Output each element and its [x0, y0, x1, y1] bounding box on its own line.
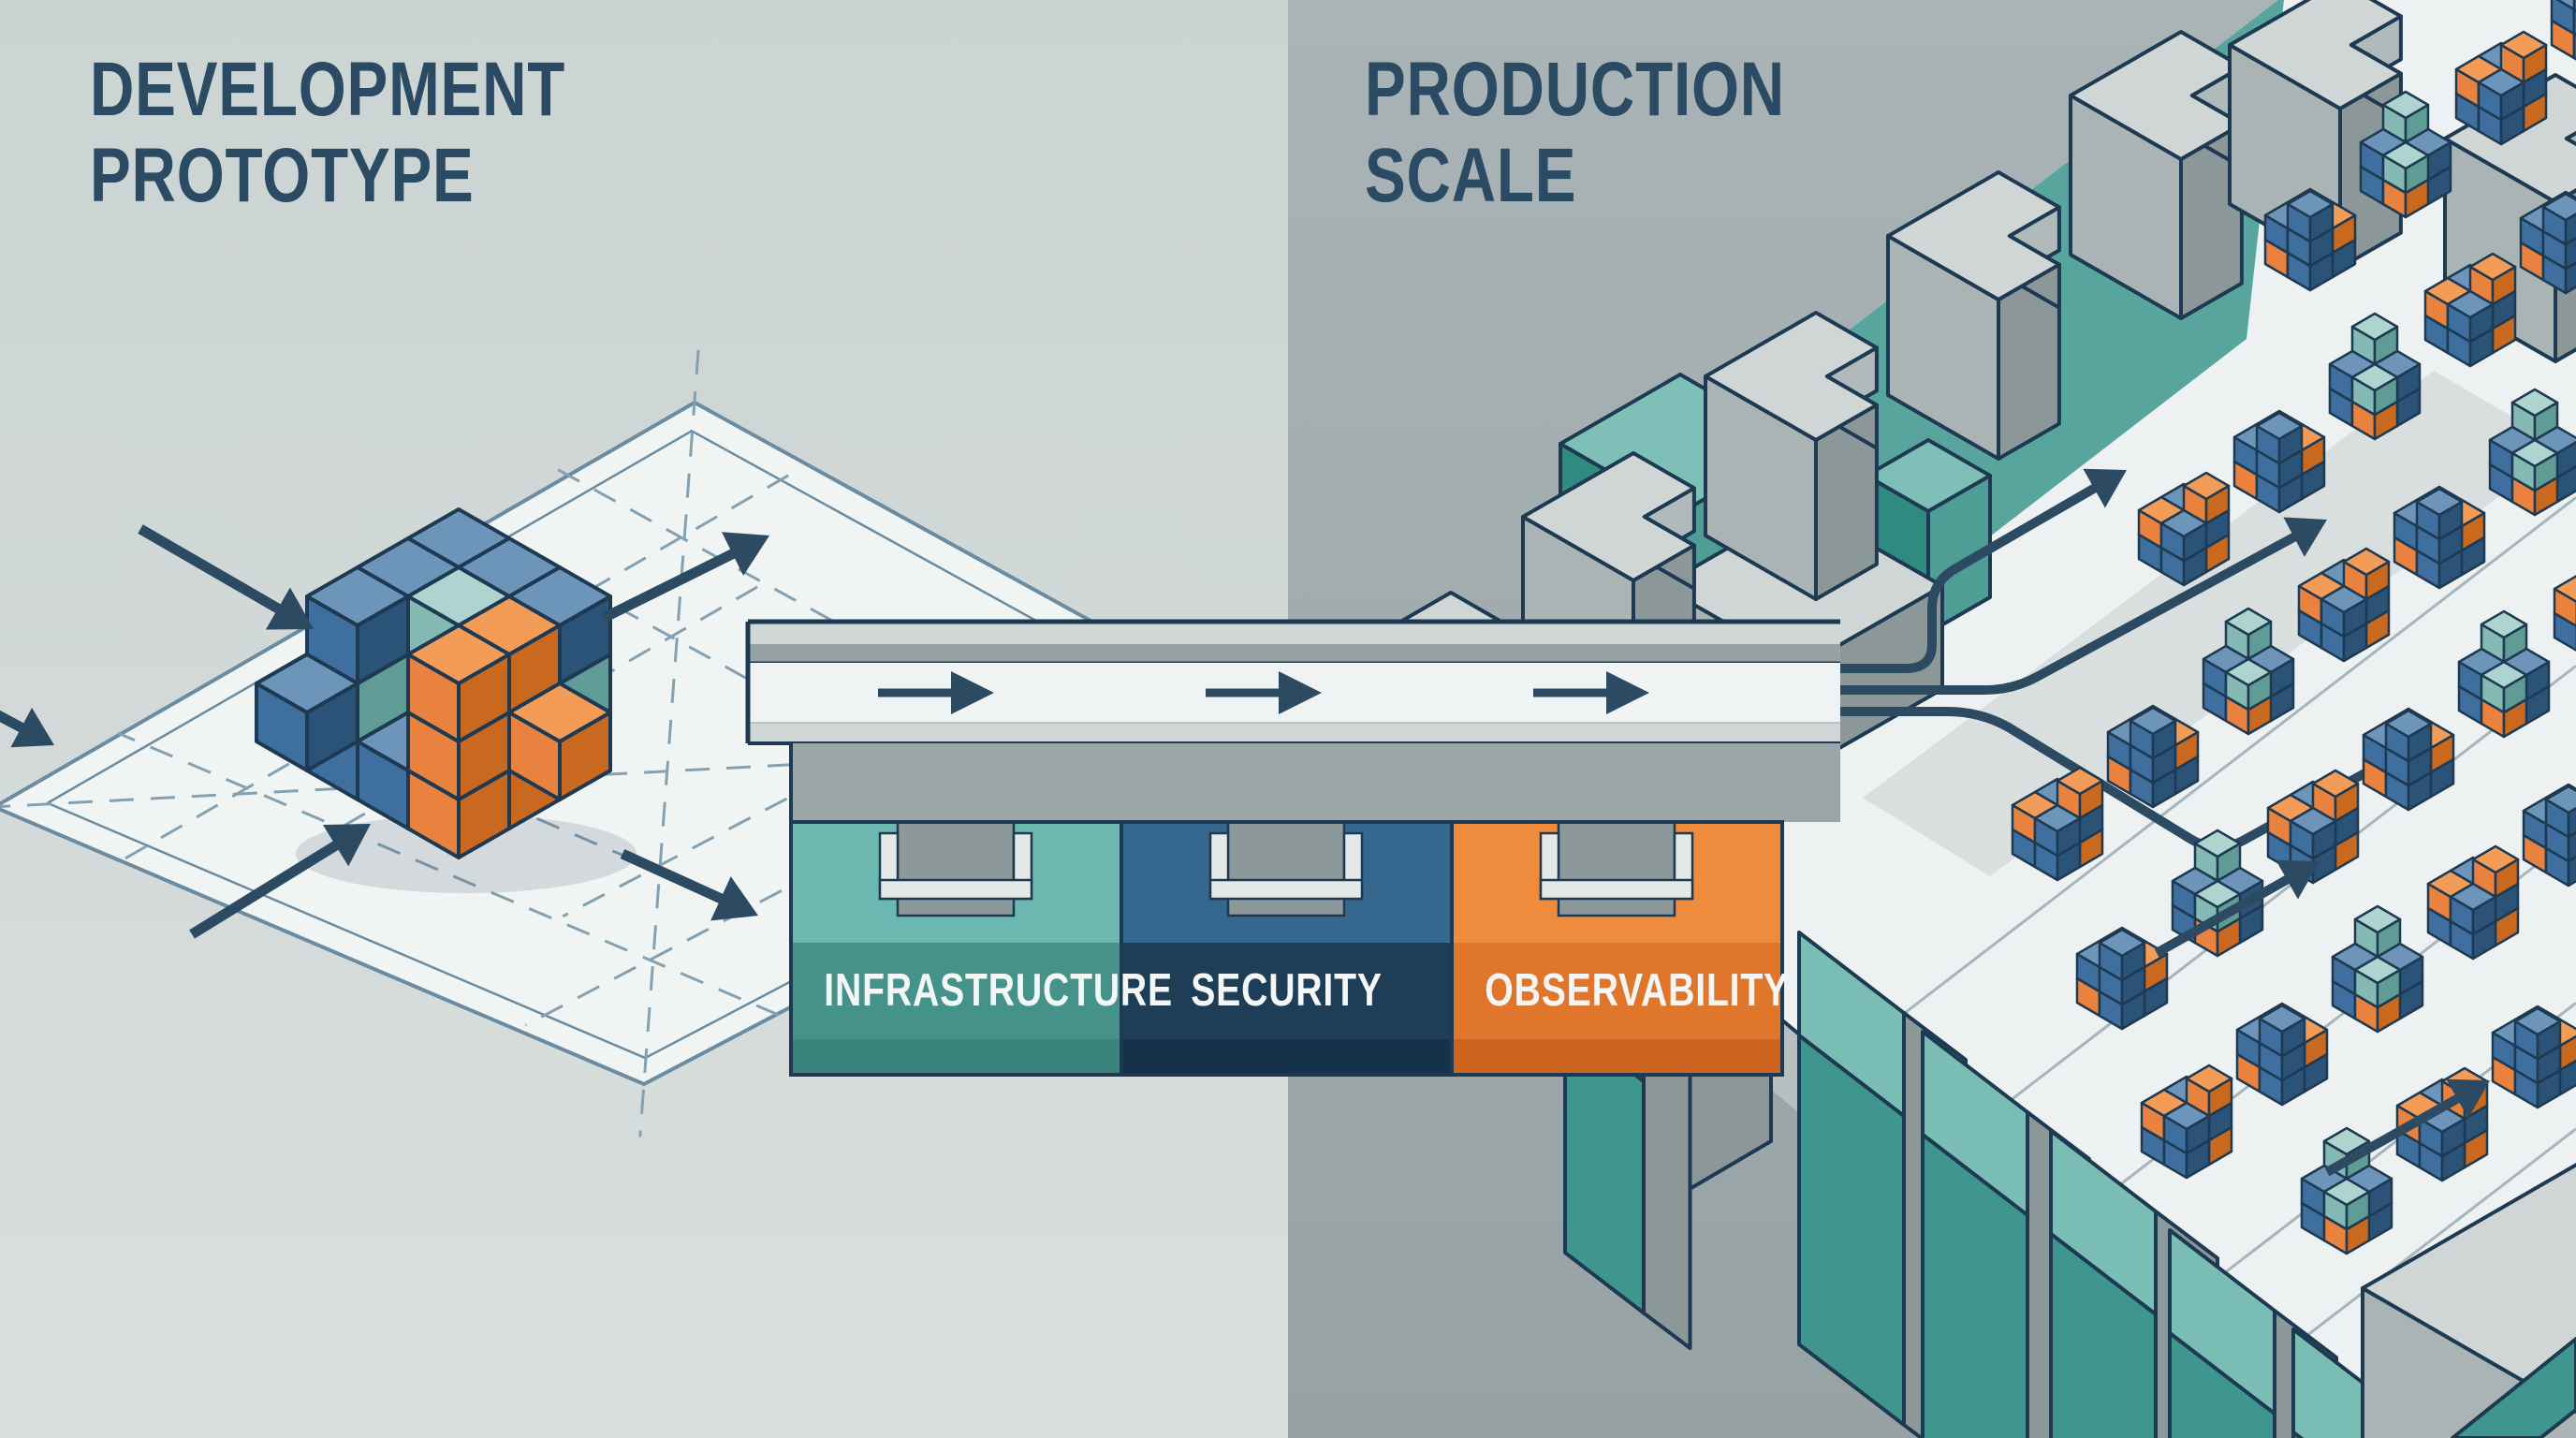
right-panel-title: PRODUCTION SCALE — [1365, 47, 1785, 219]
left-panel-title: DEVELOPMENT PROTOTYPE — [90, 47, 565, 219]
teal-edge-slabs — [1563, 873, 2576, 1438]
left-title-line2: PROTOTYPE — [90, 133, 475, 218]
right-title-line2: SCALE — [1365, 133, 1577, 218]
bridge-pillars — [789, 820, 1784, 1077]
right-title-line1: PRODUCTION — [1365, 47, 1785, 132]
pillar-label-infrastructure: INFRASTRUCTURE — [824, 965, 1173, 1016]
input-output-arrows — [0, 524, 769, 939]
pillar-label-security: SECURITY — [1191, 965, 1383, 1016]
prototype-cube — [255, 507, 612, 859]
bridge — [745, 619, 1840, 822]
pillar-label-observability: OBSERVABILITY — [1485, 965, 1790, 1016]
left-title-line1: DEVELOPMENT — [90, 47, 566, 132]
